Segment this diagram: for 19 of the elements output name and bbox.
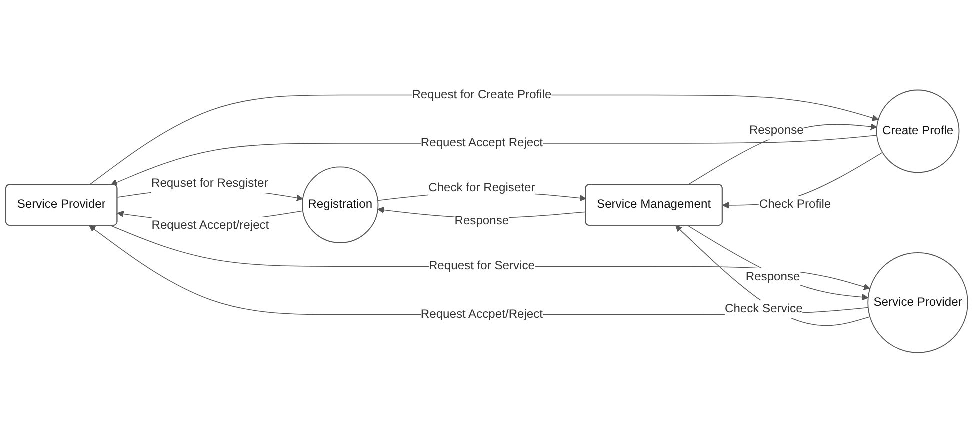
arrow [110,225,870,290]
node-circle: Registration [302,166,379,244]
edge-label: Check Service [724,302,803,316]
node-circle: Create Profle [876,90,960,174]
edge-label: Request Accpet/Reject [420,308,544,321]
edge-label: Response [454,214,510,228]
edge-label: Request Accept/reject [152,219,270,232]
node-circle: Service Provider [868,252,968,354]
edge-label: Check Profile [759,198,832,212]
edge-label: Request for Create Profile [412,88,552,102]
arrow [89,226,869,316]
edge-label: Response [746,270,800,284]
arrow [676,226,871,326]
edge-label: Request Accept Reject [420,136,544,150]
edge-label: Request for Service [428,260,535,273]
arrow [688,225,869,301]
edge-label: Check for Regiseter [428,182,536,195]
edge-label: Requset for Resgister [152,177,268,190]
edge-label: Response [749,124,804,137]
